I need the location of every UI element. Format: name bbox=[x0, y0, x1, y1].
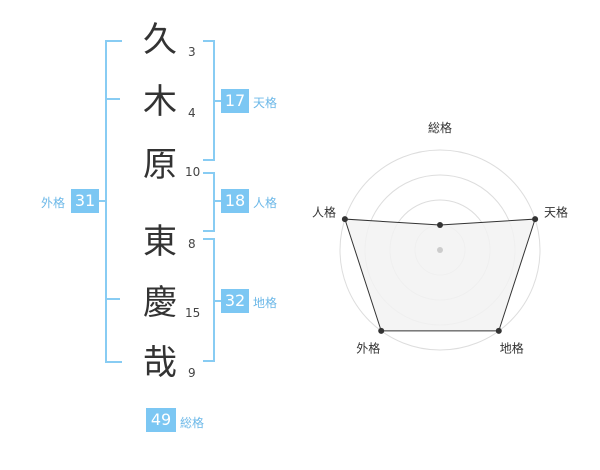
jinkaku-bracket bbox=[203, 172, 215, 232]
kanji-1: 久 bbox=[143, 20, 177, 60]
stroke-count-5: 15 bbox=[185, 306, 201, 320]
stroke-count-3: 10 bbox=[185, 165, 201, 179]
chikaku-label: 地格 bbox=[253, 296, 278, 310]
radar-point-4 bbox=[378, 327, 385, 334]
stroke-count-2: 4 bbox=[188, 106, 196, 120]
stroke-count-1: 3 bbox=[188, 45, 196, 59]
tenkaku-badge: 17 bbox=[221, 89, 249, 113]
jinkaku-bracket-stub bbox=[213, 200, 222, 202]
gaikaku-badge: 31 bbox=[71, 189, 99, 213]
radar-point-1 bbox=[437, 222, 443, 228]
gaikaku-bracket-stub bbox=[98, 200, 106, 202]
jinkaku-badge: 18 bbox=[221, 189, 249, 213]
radar-axis-label-4: 外格 bbox=[356, 341, 380, 356]
chikaku-bracket-stub bbox=[213, 300, 222, 302]
chikaku-badge: 32 bbox=[221, 289, 249, 313]
gaikaku-bracket-tick bbox=[105, 98, 120, 100]
radar-center-dot bbox=[437, 247, 443, 253]
soukaku-label: 総格 bbox=[180, 416, 205, 430]
radar-data-polygon bbox=[344, 218, 536, 332]
kanji-6: 哉 bbox=[143, 343, 177, 383]
kanji-5: 慶 bbox=[143, 283, 177, 323]
gaikaku-bracket bbox=[105, 40, 122, 363]
radar-axis-label-5: 人格 bbox=[312, 204, 336, 219]
kanji-2: 木 bbox=[143, 82, 177, 122]
soukaku-badge: 49 bbox=[146, 408, 176, 432]
gaikaku-bracket-tick bbox=[105, 298, 120, 300]
radar-axis-label-3: 地格 bbox=[500, 341, 524, 356]
radar-axis-label-2: 天格 bbox=[544, 204, 568, 219]
tenkaku-label: 天格 bbox=[253, 96, 278, 110]
radar-grid-ring bbox=[339, 149, 541, 351]
jinkaku-label: 人格 bbox=[253, 196, 278, 210]
radar-axis-label-1: 総格 bbox=[428, 120, 452, 135]
tenkaku-bracket-stub bbox=[213, 100, 222, 102]
kanji-4: 東 bbox=[143, 222, 177, 262]
stroke-count-6: 9 bbox=[188, 366, 196, 380]
radar-point-5 bbox=[341, 216, 348, 223]
stroke-count-4: 8 bbox=[188, 237, 196, 251]
radar-point-3 bbox=[495, 327, 502, 334]
radar-point-2 bbox=[532, 216, 539, 223]
gaikaku-label: 外格 bbox=[41, 196, 66, 210]
kanji-3: 原 bbox=[143, 145, 177, 185]
